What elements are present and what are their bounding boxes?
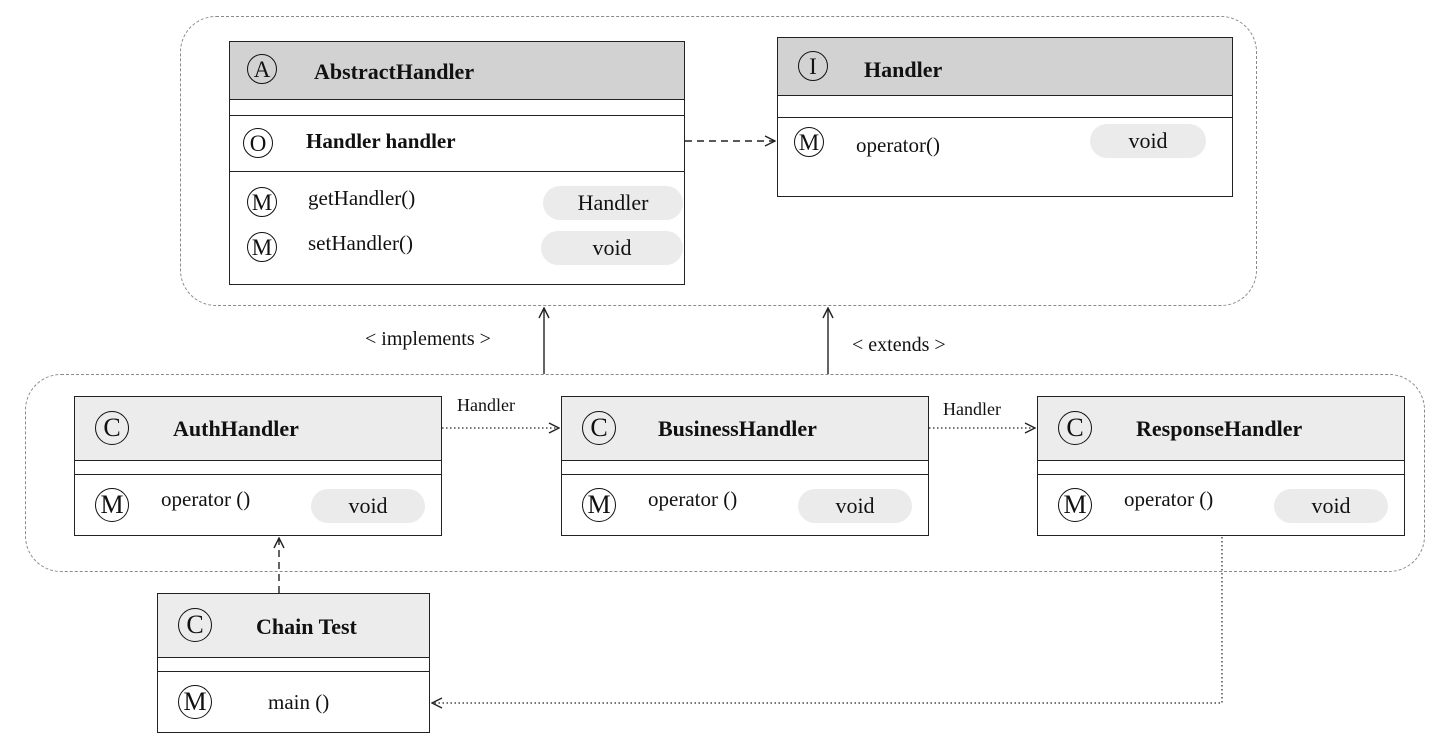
- class-abstract-handler[interactable]: A AbstractHandler O Handler handler M ge…: [229, 41, 685, 285]
- class-name: BusinessHandler: [658, 416, 817, 441]
- method-name: getHandler(): [308, 186, 416, 210]
- class-divider: [778, 96, 1232, 118]
- method-name: setHandler(): [308, 231, 413, 255]
- method-row-operator[interactable]: M operator () void: [75, 475, 441, 527]
- method-name: operator (): [648, 487, 738, 511]
- class-divider: [158, 658, 429, 672]
- edge-label-auth-to-business: Handler: [457, 395, 515, 415]
- method-row-set-handler[interactable]: M setHandler() void: [230, 226, 684, 274]
- method-name: operator(): [856, 133, 940, 157]
- field-badge-icon: O: [243, 128, 273, 158]
- method-row-operator[interactable]: M operator() void: [778, 118, 1232, 170]
- class-header: C ResponseHandler: [1038, 397, 1404, 461]
- method-section: M operator () void: [562, 475, 928, 535]
- method-badge-icon: M: [247, 232, 277, 262]
- method-section: M getHandler() Handler M setHandler() vo…: [230, 178, 684, 290]
- method-row-operator[interactable]: M operator () void: [1038, 475, 1404, 527]
- class-header: A AbstractHandler: [230, 42, 684, 100]
- class-chain-test[interactable]: C Chain Test M main (): [157, 593, 430, 733]
- field-handler: Handler handler: [306, 129, 456, 153]
- class-badge-icon: C: [95, 411, 129, 445]
- class-name: AbstractHandler: [314, 59, 475, 84]
- package-group-top: [180, 16, 1257, 306]
- class-header: C AuthHandler: [75, 397, 441, 461]
- class-header: C Chain Test: [158, 594, 429, 658]
- method-badge-icon: M: [794, 127, 824, 157]
- class-name: Handler: [864, 57, 943, 82]
- edge-label-business-to-response: Handler: [943, 399, 1001, 419]
- class-name: ResponseHandler: [1136, 416, 1303, 441]
- class-auth-handler[interactable]: C AuthHandler M operator () void: [74, 396, 442, 536]
- abstract-badge-icon: A: [247, 54, 277, 84]
- return-type-pill: void: [1274, 489, 1388, 523]
- field-section: O Handler handler: [230, 116, 684, 172]
- method-row-get-handler[interactable]: M getHandler() Handler: [230, 178, 684, 226]
- class-badge-icon: C: [582, 411, 616, 445]
- method-section: M operator () void: [1038, 475, 1404, 535]
- method-name: operator (): [161, 487, 251, 511]
- method-badge-icon: M: [247, 187, 277, 217]
- return-type-pill: void: [311, 489, 425, 523]
- class-divider: [75, 461, 441, 475]
- interface-badge-icon: I: [798, 51, 828, 81]
- class-badge-icon: C: [1058, 411, 1092, 445]
- method-name: main (): [268, 690, 330, 714]
- extends-label: < extends >: [852, 334, 946, 356]
- class-divider: [1038, 461, 1404, 475]
- method-row-operator[interactable]: M operator () void: [562, 475, 928, 527]
- method-badge-icon: M: [95, 488, 129, 522]
- return-type-pill: Handler: [543, 186, 683, 220]
- method-section: M main (): [158, 672, 429, 732]
- class-name: AuthHandler: [173, 416, 299, 441]
- method-row-main[interactable]: M main (): [158, 672, 429, 724]
- method-section: M operator () void: [75, 475, 441, 535]
- class-header: I Handler: [778, 38, 1232, 96]
- class-header: C BusinessHandler: [562, 397, 928, 461]
- interface-handler[interactable]: I Handler M operator() void: [777, 37, 1233, 197]
- class-response-handler[interactable]: C ResponseHandler M operator () void: [1037, 396, 1405, 536]
- method-section: M operator() void: [778, 118, 1232, 194]
- method-badge-icon: M: [582, 488, 616, 522]
- return-type-pill: void: [798, 489, 912, 523]
- class-badge-icon: C: [178, 608, 212, 642]
- class-divider: [230, 100, 684, 116]
- return-type-pill: void: [541, 231, 683, 265]
- class-divider: [562, 461, 928, 475]
- class-name: Chain Test: [256, 614, 357, 639]
- implements-label: < implements >: [365, 328, 491, 350]
- return-type-pill: void: [1090, 124, 1206, 158]
- method-badge-icon: M: [1058, 488, 1092, 522]
- class-business-handler[interactable]: C BusinessHandler M operator () void: [561, 396, 929, 536]
- method-name: operator (): [1124, 487, 1214, 511]
- method-badge-icon: M: [178, 685, 212, 719]
